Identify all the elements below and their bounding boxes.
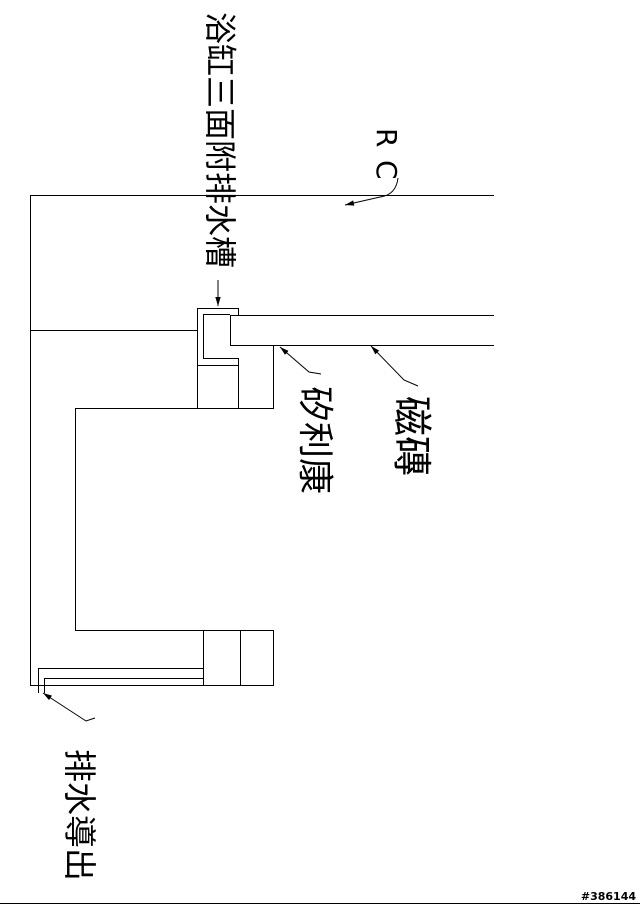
silicone-label: 矽利康 [294,386,335,494]
silicone-label-leader [279,346,322,375]
channel-outer-outline [197,308,238,366]
drain-label-leader [42,692,96,722]
tub-drain-channel-label: 浴缸三面附排水槽 [201,12,239,268]
tile-label-leader [370,345,419,387]
channel-inner-outline [203,314,238,359]
drain-pipe-outer [38,668,203,693]
tile-outline [230,315,494,346]
rc-label: RC [370,128,403,194]
image-id-watermark: #386144 [581,890,636,903]
rc-label-leader [344,177,399,206]
tile-label: 磁磚 [388,396,434,476]
drain-outlet-label: 排水導出 [60,749,99,881]
drain-pipe-inner [44,678,203,693]
